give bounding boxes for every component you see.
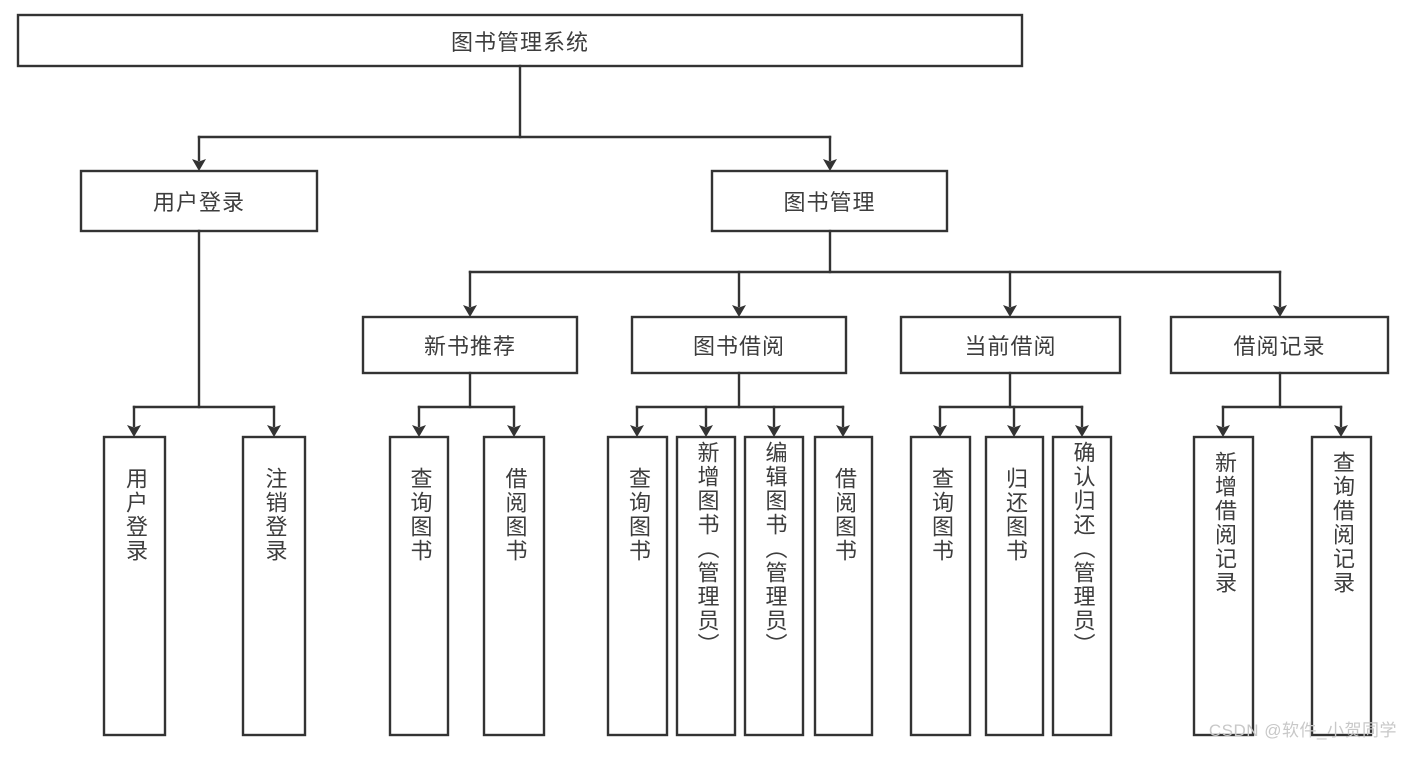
node-leaf-edit-book[interactable] bbox=[743, 435, 805, 737]
node-leaf-confirm-return[interactable] bbox=[1051, 435, 1113, 737]
node-root-book-management-system[interactable] bbox=[16, 13, 1024, 68]
flowchart-canvas bbox=[16, 13, 1390, 737]
node-new-book-recommend[interactable] bbox=[361, 315, 579, 375]
node-leaf-query-book-2[interactable] bbox=[606, 435, 669, 737]
node-leaf-query-book-1[interactable] bbox=[388, 435, 450, 737]
node-leaf-borrow-book-1[interactable] bbox=[482, 435, 546, 737]
flowchart-diagram: 图书管理系统 用户登录 图书管理 新书推荐 图书借阅 当前借阅 借阅记录 用户登… bbox=[16, 13, 1397, 740]
node-leaf-query-borrow-record[interactable] bbox=[1310, 435, 1373, 737]
node-book-management[interactable] bbox=[710, 169, 949, 233]
node-borrow-record[interactable] bbox=[1169, 315, 1390, 375]
node-book-borrow[interactable] bbox=[630, 315, 848, 375]
node-leaf-return-book[interactable] bbox=[984, 435, 1045, 737]
node-current-borrow[interactable] bbox=[899, 315, 1122, 375]
csdn-watermark: CSDN @软件_小贺同学 bbox=[1208, 721, 1397, 740]
node-leaf-query-book-3[interactable] bbox=[909, 435, 972, 737]
node-leaf-add-borrow-record[interactable] bbox=[1192, 435, 1255, 737]
node-leaf-add-book[interactable] bbox=[675, 435, 737, 737]
node-leaf-user-logout[interactable] bbox=[241, 435, 307, 737]
node-user-login[interactable] bbox=[79, 169, 319, 233]
node-leaf-borrow-book-2[interactable] bbox=[813, 435, 874, 737]
node-leaf-user-login[interactable] bbox=[102, 435, 167, 737]
